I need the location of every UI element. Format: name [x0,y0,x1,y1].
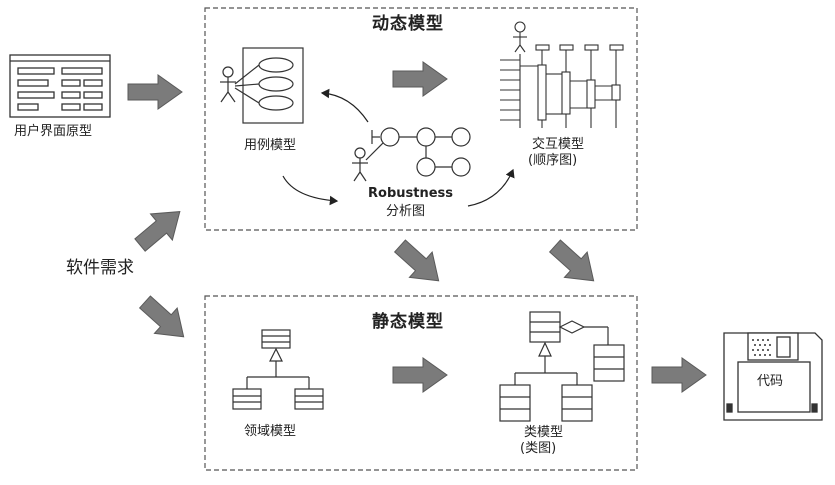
dynamic-model-box [204,7,638,231]
arrow-dynamic-to-static-left [393,239,440,282]
curve-usecase-to-robustness [282,175,339,206]
arrow-req-to-dynamic [134,211,181,252]
robustness-label-cn: 分析图 [386,204,426,219]
robustness-icon [352,127,471,182]
use-case-icon [220,47,304,124]
arrow-class-to-code [651,357,707,393]
curve-robustness-to-usecase [320,88,369,123]
class-model-label: 类模型 [524,425,564,440]
dynamic-model-title: 动态模型 [372,14,444,34]
class-model-icon [499,311,625,422]
arrow-req-to-static [138,295,185,338]
sequence-diagram-icon [500,21,624,128]
curve-robustness-to-interaction [467,168,515,207]
robustness-label-en: Robustness [368,186,454,201]
interaction-label: 交互模型 [532,137,585,152]
interaction-sublabel: (顺序图) [528,153,578,168]
arrow-ui-to-dynamic [127,74,183,110]
arrow-domain-to-class [392,357,448,393]
code-label: 代码 [757,374,784,389]
ui-prototype-label: 用户界面原型 [14,124,93,139]
domain-model-label: 领域模型 [244,424,297,439]
class-model-sublabel: (类图) [520,441,557,456]
ui-prototype-icon [9,54,111,118]
arrow-usecase-to-interaction [392,61,448,97]
domain-model-icon [232,329,324,410]
static-model-box [204,295,638,471]
static-model-title: 静态模型 [372,312,444,332]
requirements-label: 软件需求 [66,258,134,278]
arrow-dynamic-to-static-right [548,239,595,282]
floppy-disk-icon [723,332,823,421]
use-case-label: 用例模型 [244,138,297,153]
